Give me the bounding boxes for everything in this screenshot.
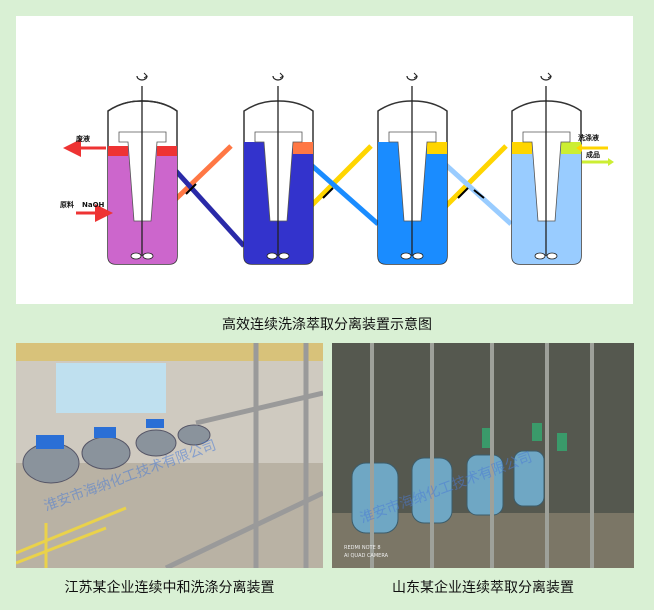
label-waste: 废液	[76, 134, 91, 143]
diagram-caption: 高效连续洗涤萃取分离装置示意图	[222, 317, 432, 333]
connecting-pipes	[151, 144, 513, 248]
photo-shandong-plant: 淮安市海纳化工技术有限公司 REDMI NOTE 8 AI QUAD CAMER…	[332, 343, 634, 568]
flow-arrows	[63, 139, 614, 222]
left-photo-caption: 江苏某企业连续中和洗涤分离装置	[64, 580, 275, 596]
camera-line2: AI QUAD CAMERA	[344, 553, 389, 559]
pipe-3-4-down	[434, 154, 513, 226]
pipe-2-3-down	[299, 154, 380, 226]
photo-jiangsu-plant: 淮安市海纳化工技术有限公司	[16, 343, 323, 568]
label-feed: 原料	[60, 200, 74, 209]
tank-4	[511, 72, 582, 265]
tank-1	[107, 72, 178, 265]
tank-3	[377, 72, 448, 265]
label-product: 成品	[586, 150, 600, 159]
camera-line1: REDMI NOTE 8	[344, 545, 381, 551]
right-photo-caption: 山东某企业连续萃取分离装置	[392, 580, 574, 596]
label-wash: 洗涤液	[578, 133, 600, 142]
pipe-1-2-down	[174, 169, 246, 248]
diagram-svg: 废液 原料 NaOH 洗涤液 成品	[60, 72, 614, 265]
tank-2	[243, 72, 314, 265]
label-naoh: NaOH	[82, 201, 105, 209]
extraction-diagram: 废液 原料 NaOH 洗涤液 成品	[16, 16, 633, 304]
